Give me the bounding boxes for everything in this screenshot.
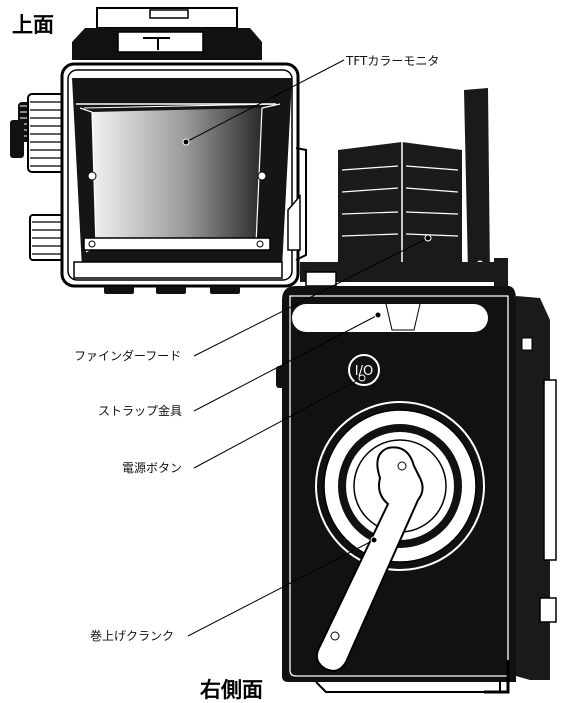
callout-strap-mount-label: ストラップ金具: [98, 403, 182, 418]
right-view-heading: 右側面: [200, 678, 263, 702]
top-view-heading: 上面: [12, 13, 54, 37]
callout-wind-crank: 巻上げクランク: [90, 536, 378, 643]
callout-tft-monitor: TFTカラーモニタ: [182, 54, 439, 146]
callout-strap-mount: ストラップ金具: [98, 311, 382, 418]
right-side-view-camera: I/O: [276, 88, 557, 694]
callout-tft-monitor-label: TFTカラーモニタ: [345, 54, 439, 68]
callout-finder-hood: ファインダーフード: [74, 234, 432, 363]
power-button-graphic: [348, 354, 380, 386]
callout-power-button: 電源ボタン: [122, 374, 366, 475]
top-view-camera: [10, 7, 307, 294]
callout-wind-crank-label: 巻上げクランク: [90, 629, 174, 643]
power-button-symbol: I/O: [355, 364, 373, 379]
callout-power-button-label: 電源ボタン: [122, 461, 182, 475]
callout-finder-hood-label: ファインダーフード: [74, 348, 181, 363]
